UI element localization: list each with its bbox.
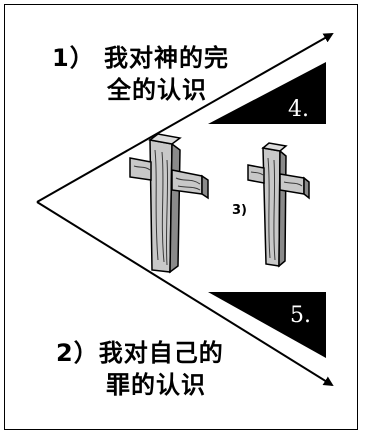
point-1-label-line-2: 全的认识 — [107, 76, 207, 104]
point-2-label-line-2: 罪的认识 — [106, 371, 206, 399]
wooden-cross-icon — [129, 133, 209, 274]
panel-5 — [208, 292, 326, 358]
point-1-label-line-1: 1） 我对神的完 — [52, 44, 230, 72]
point-3-label: 3) — [232, 203, 247, 218]
outer-frame — [4, 4, 358, 430]
panel-5-number: 5. — [290, 303, 311, 328]
wooden-cross-icon — [247, 142, 310, 268]
panel-4 — [208, 62, 326, 124]
point-2-label-line-1: 2）我对自己的 — [56, 339, 224, 367]
upper-arrow — [36, 33, 334, 203]
panel-4-number: 4. — [288, 97, 309, 122]
lower-arrow — [36, 201, 334, 387]
